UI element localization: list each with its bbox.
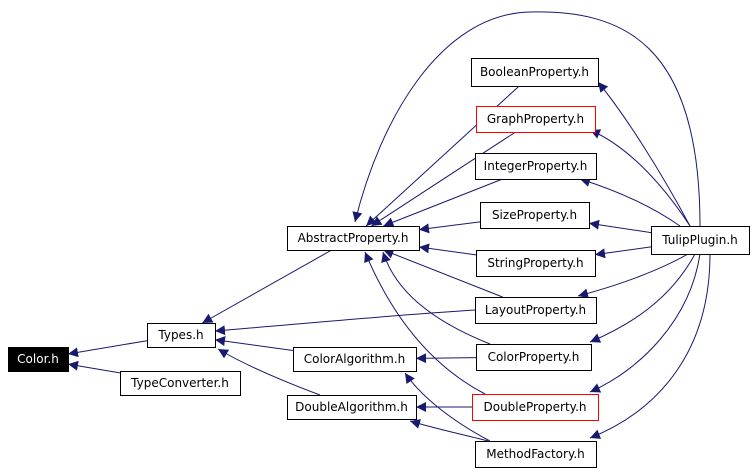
node-label: GraphProperty.h: [487, 112, 584, 126]
node-layoutproperty[interactable]: LayoutProperty.h: [475, 297, 597, 324]
node-sizeproperty[interactable]: SizeProperty.h: [480, 202, 590, 229]
edge-coloralgorithm-to-types: [214, 336, 294, 351]
node-label: StringProperty.h: [487, 256, 583, 270]
edge-graphproperty-to-abstractproperty: [371, 131, 516, 227]
node-types[interactable]: Types.h: [147, 323, 216, 348]
node-box: [120, 371, 241, 396]
node-stringproperty[interactable]: StringProperty.h: [476, 250, 596, 277]
edge-tulipplugin-to-graphproperty: [589, 129, 691, 227]
node-label: TypeConverter.h: [130, 376, 229, 390]
edge-tulipplugin-to-booleanproperty: [597, 81, 691, 227]
node-colorproperty[interactable]: ColorProperty.h: [476, 344, 592, 371]
edge-layer: [67, 11, 711, 442]
node-label: AbstractProperty.h: [298, 231, 409, 245]
edge-tulipplugin-to-doubleproperty: [589, 253, 701, 393]
node-box: [476, 250, 596, 277]
edge-typeconverter-to-color: [67, 360, 121, 374]
node-box: [475, 441, 597, 468]
node-box: [651, 226, 750, 255]
edge-integerproperty-to-abstractproperty: [383, 178, 503, 227]
edge-tulipplugin-to-methodfactory: [589, 253, 711, 439]
node-methodfactory[interactable]: MethodFactory.h: [475, 441, 597, 468]
node-label: IntegerProperty.h: [484, 159, 588, 173]
node-label: TulipPlugin.h: [661, 233, 738, 247]
node-box: [287, 226, 420, 251]
edge-colorproperty-to-coloralgorithm: [415, 353, 477, 364]
node-label: ColorAlgorithm.h: [304, 352, 406, 366]
edge-doublealgorithm-to-types: [217, 348, 321, 396]
node-label: BooleanProperty.h: [480, 65, 589, 79]
node-box: [475, 297, 597, 324]
node-label: ColorProperty.h: [488, 350, 580, 364]
edge-colorproperty-to-abstractproperty: [381, 251, 491, 345]
node-box: [147, 323, 216, 348]
node-box: [471, 58, 599, 87]
node-box: [287, 395, 417, 420]
node-box: [475, 153, 597, 180]
edge-methodfactory-to-doublealgorithm: [409, 419, 489, 442]
edge-stringproperty-to-abstractproperty: [418, 243, 477, 256]
node-color[interactable]: Color.h: [8, 347, 69, 372]
edge-tulipplugin-to-stringproperty: [594, 246, 652, 259]
edge-tulipplugin-to-sizeproperty: [588, 219, 652, 234]
node-tulipplugin[interactable]: TulipPlugin.h: [651, 226, 750, 255]
edge-tulipplugin-to-layoutproperty: [577, 253, 689, 299]
node-abstractproperty[interactable]: AbstractProperty.h: [287, 226, 420, 251]
node-label: Color.h: [17, 352, 59, 366]
edge-tulipplugin-to-colorproperty: [589, 253, 696, 343]
node-coloralgorithm[interactable]: ColorAlgorithm.h: [293, 347, 417, 372]
node-label: Types.h: [157, 328, 203, 342]
node-label: DoubleAlgorithm.h: [295, 400, 408, 414]
node-doublealgorithm[interactable]: DoubleAlgorithm.h: [287, 395, 417, 420]
edge-types-to-color: [67, 340, 148, 358]
node-typeconverter[interactable]: TypeConverter.h: [120, 371, 241, 396]
edge-layoutproperty-to-types: [214, 309, 476, 336]
edge-sizeproperty-to-abstractproperty: [418, 221, 481, 234]
node-integerproperty[interactable]: IntegerProperty.h: [475, 153, 597, 180]
node-box: [476, 106, 596, 133]
node-box: [480, 202, 590, 229]
edge-tulipplugin-to-abstractproperty: [352, 11, 701, 227]
node-label: SizeProperty.h: [492, 208, 577, 222]
node-box: [8, 347, 69, 372]
node-label: MethodFactory.h: [486, 447, 585, 461]
node-booleanproperty[interactable]: BooleanProperty.h: [471, 58, 599, 87]
edge-layoutproperty-to-abstractproperty: [383, 249, 503, 298]
edge-abstractproperty-to-types: [202, 249, 332, 324]
edge-tulipplugin-to-integerproperty: [579, 177, 681, 227]
node-box: [293, 347, 417, 372]
node-doubleproperty[interactable]: DoubleProperty.h: [472, 394, 599, 421]
node-graphproperty[interactable]: GraphProperty.h: [476, 106, 596, 133]
node-box: [472, 394, 599, 421]
node-label: LayoutProperty.h: [485, 303, 586, 317]
edge-doubleproperty-to-abstractproperty: [364, 251, 486, 395]
node-box: [476, 344, 592, 371]
node-label: DoubleProperty.h: [483, 400, 586, 414]
